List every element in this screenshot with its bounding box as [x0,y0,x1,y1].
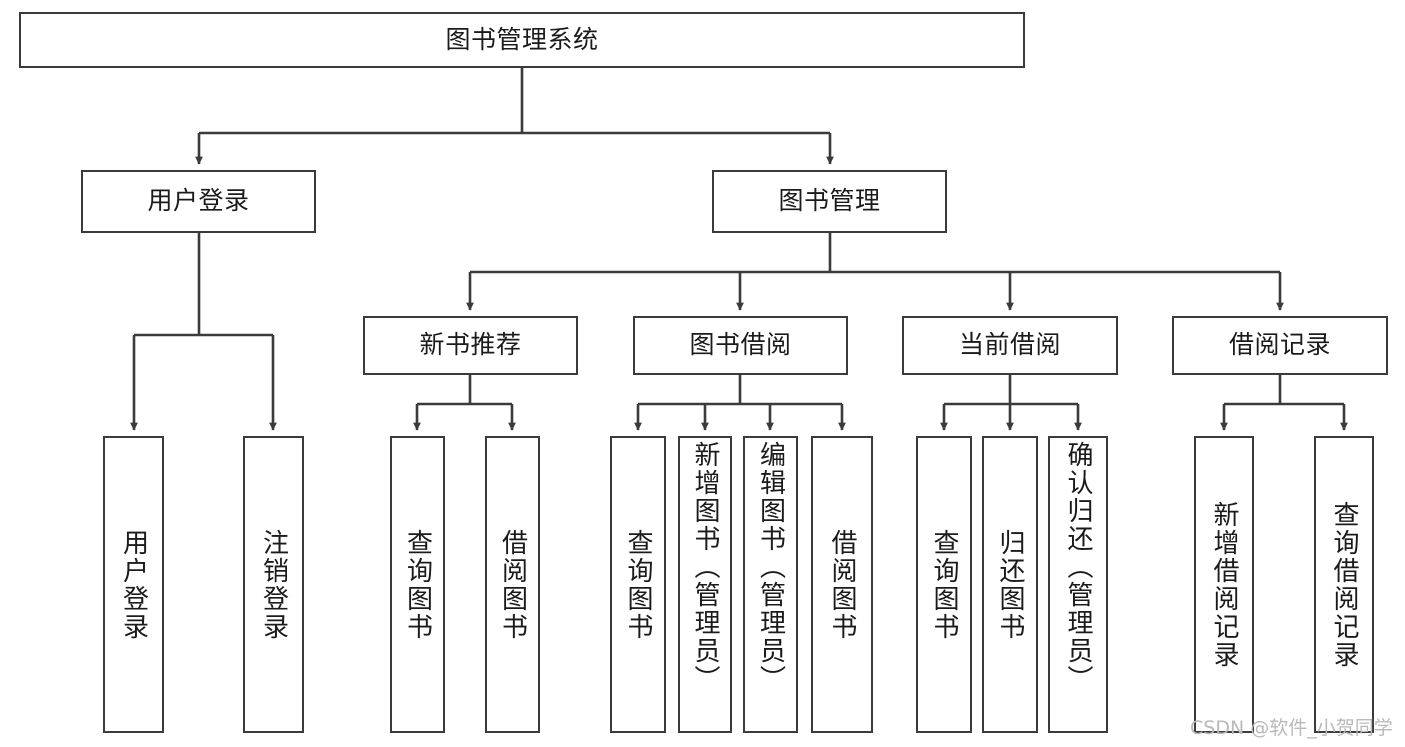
node-label: 查询图书 [623,528,653,641]
leaf-return-book[interactable]: 归还图书 [982,436,1038,733]
leaf-query-book-borrow[interactable]: 查询图书 [610,436,666,733]
node-label: 新增图书（管理员） [690,441,720,693]
node-label: 借阅图书 [497,528,528,641]
node-new-book-recommend[interactable]: 新书推荐 [363,316,578,375]
node-label: 当前借阅 [958,330,1061,360]
node-label: 查询图书 [402,528,433,641]
leaf-confirm-return-admin[interactable]: 确认归还（管理员） [1048,436,1108,733]
leaf-query-borrow-record[interactable]: 查询借阅记录 [1314,436,1374,733]
node-label: 借阅图书 [827,528,857,641]
node-label: 注销登录 [258,528,289,641]
leaf-add-borrow-record[interactable]: 新增借阅记录 [1194,436,1254,733]
leaf-borrow-book-recommend[interactable]: 借阅图书 [485,436,540,733]
node-current-borrow[interactable]: 当前借阅 [902,316,1118,375]
node-label: 查询借阅记录 [1329,500,1359,669]
node-user-login[interactable]: 用户登录 [81,170,316,233]
leaf-query-book-current[interactable]: 查询图书 [916,436,972,733]
leaf-logout[interactable]: 注销登录 [243,436,304,733]
node-label: 新增借阅记录 [1209,500,1239,669]
csdn-watermark: CSDN @软件_小贺同学 [1190,717,1393,739]
node-label: 编辑图书（管理员） [755,441,786,693]
leaf-query-book-recommend[interactable]: 查询图书 [390,436,445,733]
node-label: 图书借阅 [689,330,792,360]
node-root-library-system[interactable]: 图书管理系统 [19,12,1025,68]
node-label: 图书管理系统 [445,24,599,54]
node-label: 新书推荐 [419,330,522,360]
node-label: 用户登录 [147,186,250,216]
node-label: 借阅记录 [1228,330,1331,360]
node-label: 图书管理 [778,186,881,216]
node-label: 查询图书 [929,528,959,641]
node-book-borrow[interactable]: 图书借阅 [633,316,848,375]
leaf-borrow-book[interactable]: 借阅图书 [811,436,873,733]
node-borrow-record[interactable]: 借阅记录 [1172,316,1388,375]
node-label: 归还图书 [995,528,1025,641]
node-label: 确认归还（管理员） [1063,441,1093,693]
leaf-add-book-admin[interactable]: 新增图书（管理员） [678,436,732,733]
leaf-user-login[interactable]: 用户登录 [103,436,164,733]
node-book-management[interactable]: 图书管理 [712,170,947,233]
node-label: 用户登录 [118,528,149,641]
leaf-edit-book-admin[interactable]: 编辑图书（管理员） [743,436,798,733]
